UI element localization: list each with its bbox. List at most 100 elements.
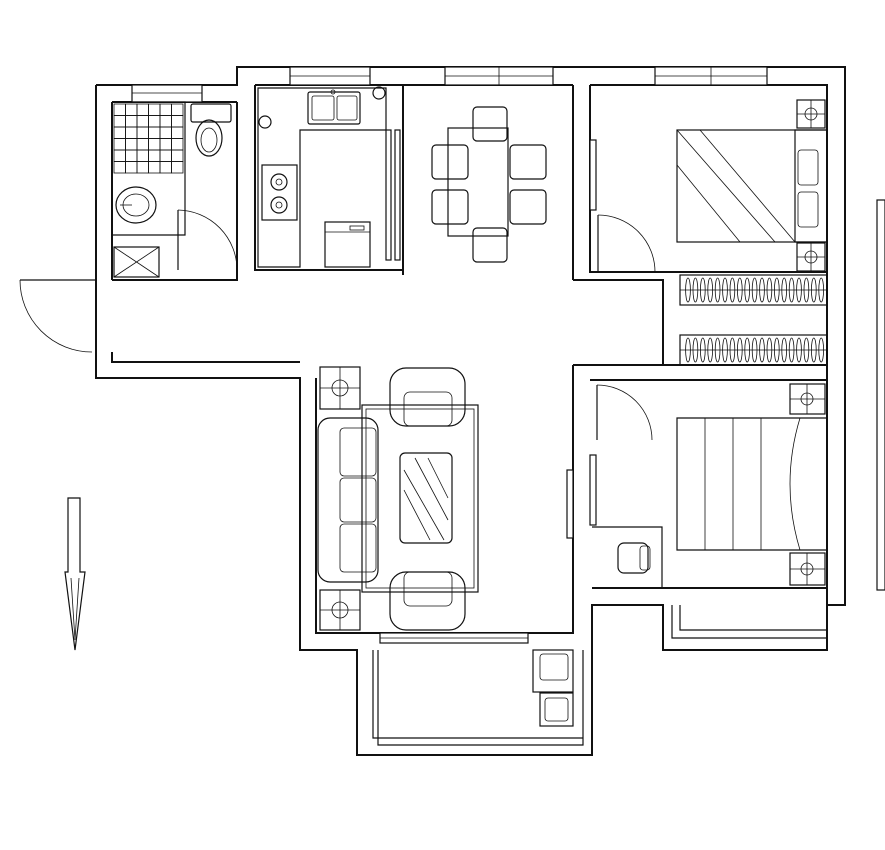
- hanger: [714, 337, 721, 363]
- armchair-north: [389, 367, 466, 427]
- coffee-table: [399, 452, 453, 544]
- tile: [171, 149, 184, 162]
- tile: [136, 138, 149, 151]
- bedroom-north-door: [597, 214, 656, 273]
- hanger: [773, 277, 780, 303]
- tile: [136, 149, 149, 162]
- tile: [136, 103, 149, 116]
- hanger: [714, 277, 721, 303]
- kitchen: [254, 85, 403, 271]
- tile: [159, 138, 172, 151]
- shower-tiles: [113, 103, 184, 174]
- tile: [159, 103, 172, 116]
- outer-walls: [95, 66, 846, 756]
- hanger: [692, 277, 699, 303]
- hanger: [796, 277, 802, 303]
- hanger: [759, 277, 765, 303]
- hanger: [773, 337, 780, 363]
- hanger: [744, 337, 750, 363]
- column-marker-icon: [796, 99, 826, 129]
- dining-table: [447, 127, 509, 237]
- windows: [131, 66, 885, 591]
- hanger: [699, 337, 706, 363]
- tile: [148, 149, 161, 162]
- tile: [113, 138, 126, 151]
- hanger: [759, 337, 765, 363]
- gas-stove-icon: [261, 164, 298, 221]
- tile: [136, 115, 149, 128]
- hanger: [729, 337, 736, 363]
- balcony-east: [662, 605, 827, 650]
- hanger: [707, 337, 713, 363]
- bedroom-north: [589, 85, 828, 306]
- tile: [113, 126, 126, 139]
- bed-north: [676, 129, 828, 243]
- hanger: [766, 277, 773, 303]
- hanger: [729, 277, 736, 303]
- hanger: [803, 277, 810, 303]
- tile: [159, 161, 172, 174]
- hanger: [803, 337, 810, 363]
- double-sink-icon: [307, 89, 361, 125]
- tile: [113, 161, 126, 174]
- washing-machine-icon: [532, 649, 574, 693]
- hanger: [818, 277, 824, 303]
- dining-chair: [431, 144, 469, 180]
- bedroom-south: [566, 334, 828, 589]
- kitchen-sliding-door: [385, 129, 401, 261]
- hanger: [699, 277, 706, 303]
- desk: [592, 526, 663, 589]
- tile: [148, 161, 161, 174]
- hanger: [692, 337, 699, 363]
- hanger: [788, 277, 795, 303]
- armchair-south: [389, 571, 466, 631]
- tile: [171, 161, 184, 174]
- toilet-icon: [190, 103, 232, 157]
- tile: [125, 149, 138, 162]
- tile: [159, 115, 172, 128]
- tile: [125, 103, 138, 116]
- dining-area: [431, 106, 547, 263]
- north-arrow-icon: [64, 497, 86, 651]
- entry-door: [19, 279, 97, 353]
- tile: [159, 149, 172, 162]
- tile: [171, 138, 184, 151]
- dining-chair: [472, 227, 508, 263]
- hanger: [736, 337, 743, 363]
- tile: [125, 161, 138, 174]
- wardrobe-north: [679, 274, 828, 306]
- tile: [171, 126, 184, 139]
- column-marker-icon: [319, 366, 361, 410]
- washing-machine-icon: [324, 221, 371, 268]
- hanger: [751, 277, 758, 303]
- hanger: [751, 337, 758, 363]
- bed-south: [676, 417, 828, 551]
- column-marker-icon: [789, 552, 826, 586]
- tile: [171, 103, 184, 116]
- dining-chair: [509, 144, 547, 180]
- hanger: [788, 337, 795, 363]
- hanger: [796, 337, 802, 363]
- hanger: [685, 337, 691, 363]
- tile: [148, 138, 161, 151]
- dining-chair: [509, 189, 547, 225]
- tile: [159, 126, 172, 139]
- hanger: [810, 277, 817, 303]
- tile: [148, 115, 161, 128]
- hanger: [722, 337, 728, 363]
- sofa: [317, 417, 379, 583]
- corridor: [573, 279, 664, 366]
- tile: [125, 126, 138, 139]
- living-balcony-door: [379, 632, 529, 644]
- bathroom-door: [177, 209, 238, 271]
- shaft-box: [113, 246, 160, 278]
- tile: [136, 161, 149, 174]
- tile: [148, 126, 161, 139]
- tile: [113, 115, 126, 128]
- hanger: [766, 337, 773, 363]
- hanger: [736, 277, 743, 303]
- tile: [113, 149, 126, 162]
- dining-chair: [472, 106, 508, 142]
- sink-icon: [115, 186, 157, 224]
